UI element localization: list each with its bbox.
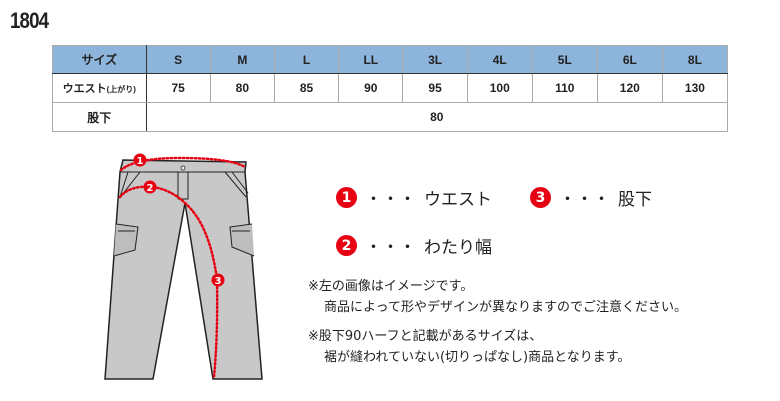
- size-table: サイズ S M L LL 3L 4L 5L 6L 8L ウエスト(上がり) 75…: [52, 45, 729, 132]
- waist-cell: 100: [466, 73, 533, 103]
- note-line: ※左の画像はイメージです。: [308, 279, 474, 294]
- marker-2-icon: 2: [143, 180, 157, 194]
- legend-label: 股下: [618, 190, 652, 210]
- waist-cell: 90: [338, 73, 404, 103]
- waist-label: ウエスト(上がり): [52, 73, 147, 103]
- marker-3-icon: 3: [211, 273, 225, 287]
- legend-inseam: 3 ・・・ 股下: [530, 185, 652, 210]
- svg-text:3: 3: [215, 276, 222, 287]
- legend-waist: 1 ・・・ ウエスト: [336, 185, 492, 210]
- svg-text:2: 2: [147, 183, 154, 194]
- waist-cell: 75: [145, 73, 211, 103]
- waist-cell: 95: [402, 73, 468, 103]
- number-3-icon: 3: [530, 187, 551, 208]
- waist-cell: 110: [531, 73, 598, 103]
- header-cell: 6L: [596, 45, 663, 74]
- waist-label-text: ウエスト: [62, 83, 107, 95]
- pants-body: [104, 159, 263, 380]
- svg-text:1: 1: [137, 156, 144, 167]
- header-cell: 4L: [466, 45, 533, 74]
- legend-dots: ・・・: [559, 190, 610, 210]
- header-cell: LL: [338, 45, 404, 74]
- note-line: ※股下90ハーフと記載があるサイズは、: [308, 329, 543, 344]
- inseam-cell: 80: [145, 102, 729, 132]
- pants-illustration: 1 2 3: [104, 153, 263, 380]
- note-half: ※股下90ハーフと記載があるサイズは、 裾が縫われていない(切りっぱなし)商品と…: [308, 326, 630, 368]
- note-line: 裾が縫われていない(切りっぱなし)商品となります。: [324, 350, 631, 365]
- marker-1-icon: 1: [133, 153, 147, 167]
- legend-dots: ・・・: [365, 238, 416, 258]
- waist-cell: 85: [273, 73, 340, 103]
- legend-label: ウエスト: [424, 190, 492, 210]
- header-cell: M: [209, 45, 275, 74]
- waist-cell: 130: [661, 73, 729, 103]
- header-cell: サイズ: [52, 45, 147, 74]
- header-cell: 5L: [531, 45, 598, 74]
- legend-label: わたり幅: [424, 238, 492, 258]
- inseam-row: 股下 80: [52, 102, 729, 132]
- header-cell: L: [273, 45, 340, 74]
- header-cell: S: [145, 45, 211, 74]
- inseam-label: 股下: [52, 102, 147, 132]
- waist-cell: 80: [209, 73, 275, 103]
- waist-row: ウエスト(上がり) 75 80 85 90 95 100 110 120 130: [52, 73, 729, 103]
- waist-label-sub: (上がり): [106, 85, 136, 94]
- header-cell: 3L: [402, 45, 468, 74]
- waist-cell: 120: [596, 73, 663, 103]
- legend-dots: ・・・: [365, 190, 416, 210]
- waist-line: [119, 156, 247, 172]
- note-image: ※左の画像はイメージです。 商品によって形やデザインが異なりますのでご注意くださ…: [308, 276, 687, 318]
- product-code: 1804: [10, 8, 49, 33]
- header-cell: 8L: [661, 45, 729, 74]
- number-1-icon: 1: [336, 187, 357, 208]
- size-header-row: サイズ S M L LL 3L 4L 5L 6L 8L: [52, 45, 729, 74]
- number-2-icon: 2: [336, 235, 357, 256]
- note-line: 商品によって形やデザインが異なりますのでご注意ください。: [324, 300, 687, 315]
- legend-thigh: 2 ・・・ わたり幅: [336, 233, 492, 258]
